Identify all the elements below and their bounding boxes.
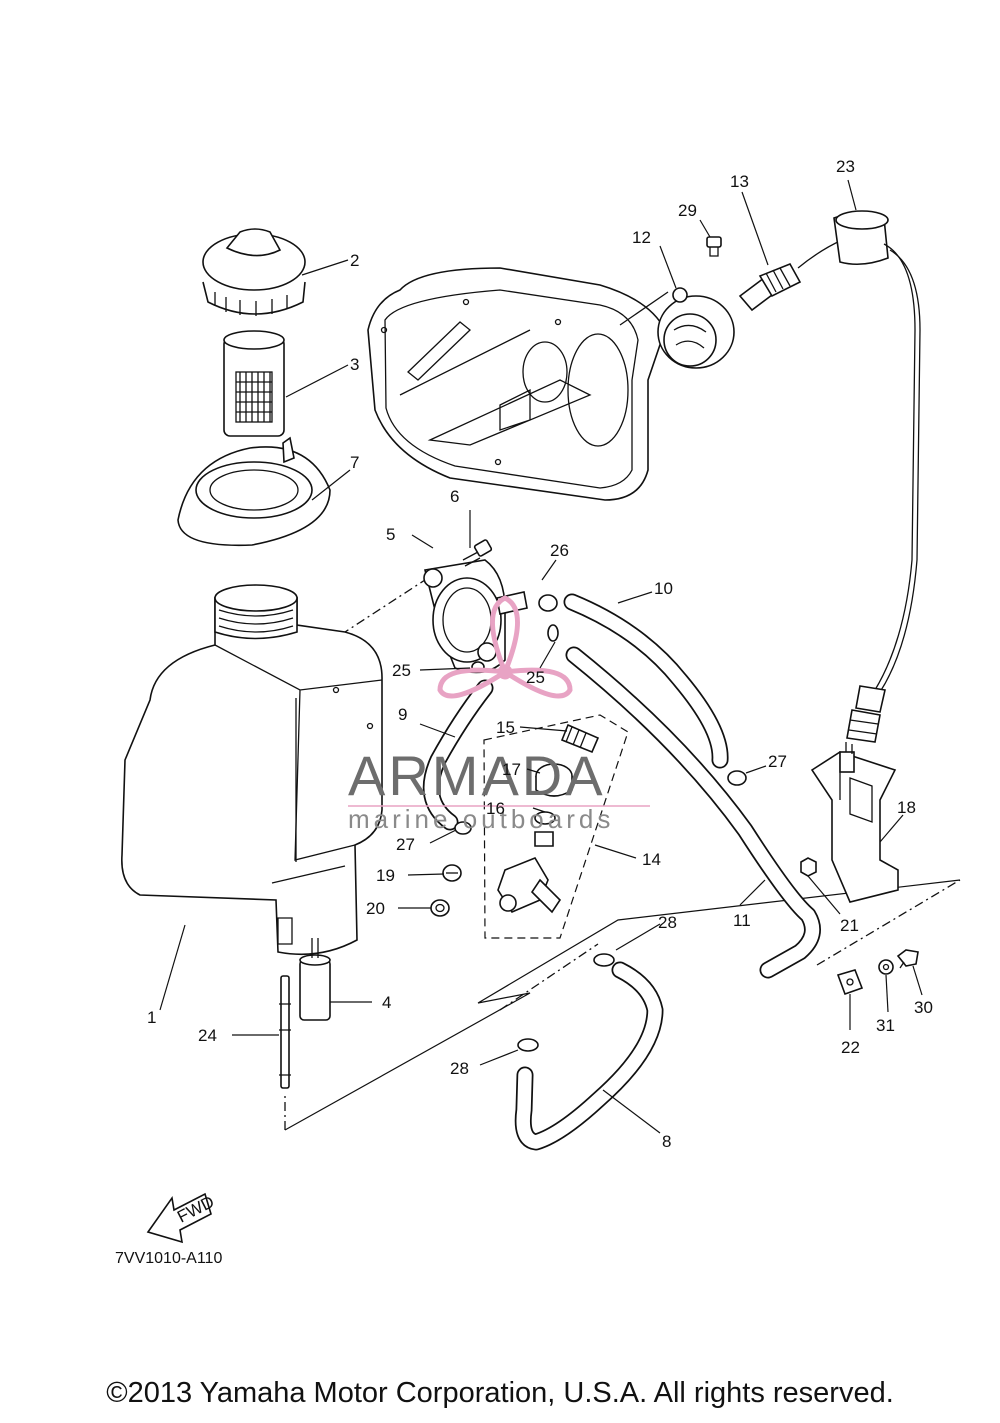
nut-21	[800, 857, 817, 877]
control-cable	[797, 210, 921, 743]
diagram-code: 7VV1010-A110	[115, 1250, 222, 1267]
plunger-17	[535, 763, 573, 797]
o-ring-16	[534, 811, 556, 847]
callout-4: 4	[382, 993, 391, 1012]
hose-11	[565, 646, 821, 979]
callout-7: 7	[350, 453, 359, 472]
callout-13: 13	[730, 172, 749, 191]
callout-25b: 25	[526, 668, 545, 687]
filler-grommet	[177, 436, 331, 547]
watermark-brand: ARMADA	[348, 744, 606, 807]
callout-1: 1	[147, 1008, 156, 1027]
callout-2: 2	[350, 251, 359, 270]
cable-bracket	[810, 742, 899, 903]
fuel-cock	[423, 559, 506, 674]
callout-27a: 27	[396, 835, 415, 854]
fwd-arrow-icon: FWD	[146, 1192, 217, 1244]
callout-18: 18	[897, 798, 916, 817]
clip-27	[454, 770, 747, 835]
copyright-notice: ©2013 Yamaha Motor Corporation, U.S.A. A…	[106, 1377, 894, 1409]
fuel-strainer	[223, 330, 285, 437]
callout-22: 22	[841, 1038, 860, 1057]
hose-10	[563, 593, 729, 769]
joint-14	[497, 857, 562, 914]
callout-15: 15	[496, 718, 515, 737]
callout-10: 10	[654, 579, 673, 598]
callout-9: 9	[398, 705, 407, 724]
washer-20	[430, 899, 450, 917]
screw-29	[706, 236, 722, 257]
callout-29: 29	[678, 201, 697, 220]
hose-8	[514, 961, 664, 1151]
armada-watermark: ARMADA marine outboards	[348, 595, 650, 834]
watermark-tagline: marine outboards	[348, 804, 614, 834]
callout-6: 6	[450, 487, 459, 506]
callout-26: 26	[550, 541, 569, 560]
spring-15	[560, 723, 600, 754]
cock-knob	[657, 287, 735, 369]
fuel-filter	[299, 938, 331, 1021]
callout-20: 20	[366, 899, 385, 918]
callout-28b: 28	[450, 1059, 469, 1078]
callout-14: 14	[642, 850, 661, 869]
callout-21: 21	[840, 916, 859, 935]
leader-lines	[159, 179, 923, 1134]
fuel-cap	[202, 228, 306, 316]
screw-19	[442, 864, 462, 882]
callout-27b: 27	[768, 752, 787, 771]
callout-16: 16	[486, 799, 505, 818]
callout-23: 23	[836, 157, 855, 176]
fuel-pipe	[279, 975, 291, 1089]
clamp-26	[496, 591, 558, 615]
assembly-lines	[284, 577, 961, 1131]
oil-tank	[121, 584, 383, 956]
callout-11: 11	[733, 911, 751, 930]
washer-31	[878, 959, 894, 975]
clip-28	[517, 953, 615, 1052]
clip-nut-22	[836, 969, 864, 996]
callout-24: 24	[198, 1026, 217, 1045]
callout-5: 5	[386, 525, 395, 544]
callout-12: 12	[632, 228, 651, 247]
callout-labels: 1 2 3 4 5 6 7 8 9 10 11 12 13 14 15 16 1…	[147, 157, 933, 1151]
cable-fitting	[738, 262, 802, 312]
bolt-30	[896, 949, 919, 969]
callout-31: 31	[876, 1016, 895, 1035]
callout-8: 8	[662, 1132, 671, 1151]
propeller-logo-icon	[437, 595, 573, 699]
callout-19: 19	[376, 866, 395, 885]
callout-30: 30	[914, 998, 933, 1017]
bolt-6	[462, 539, 493, 567]
console-housing	[367, 267, 669, 501]
callout-3: 3	[350, 355, 359, 374]
callout-17: 17	[502, 760, 521, 779]
callout-25a: 25	[392, 661, 411, 680]
callout-28a: 28	[658, 913, 677, 932]
